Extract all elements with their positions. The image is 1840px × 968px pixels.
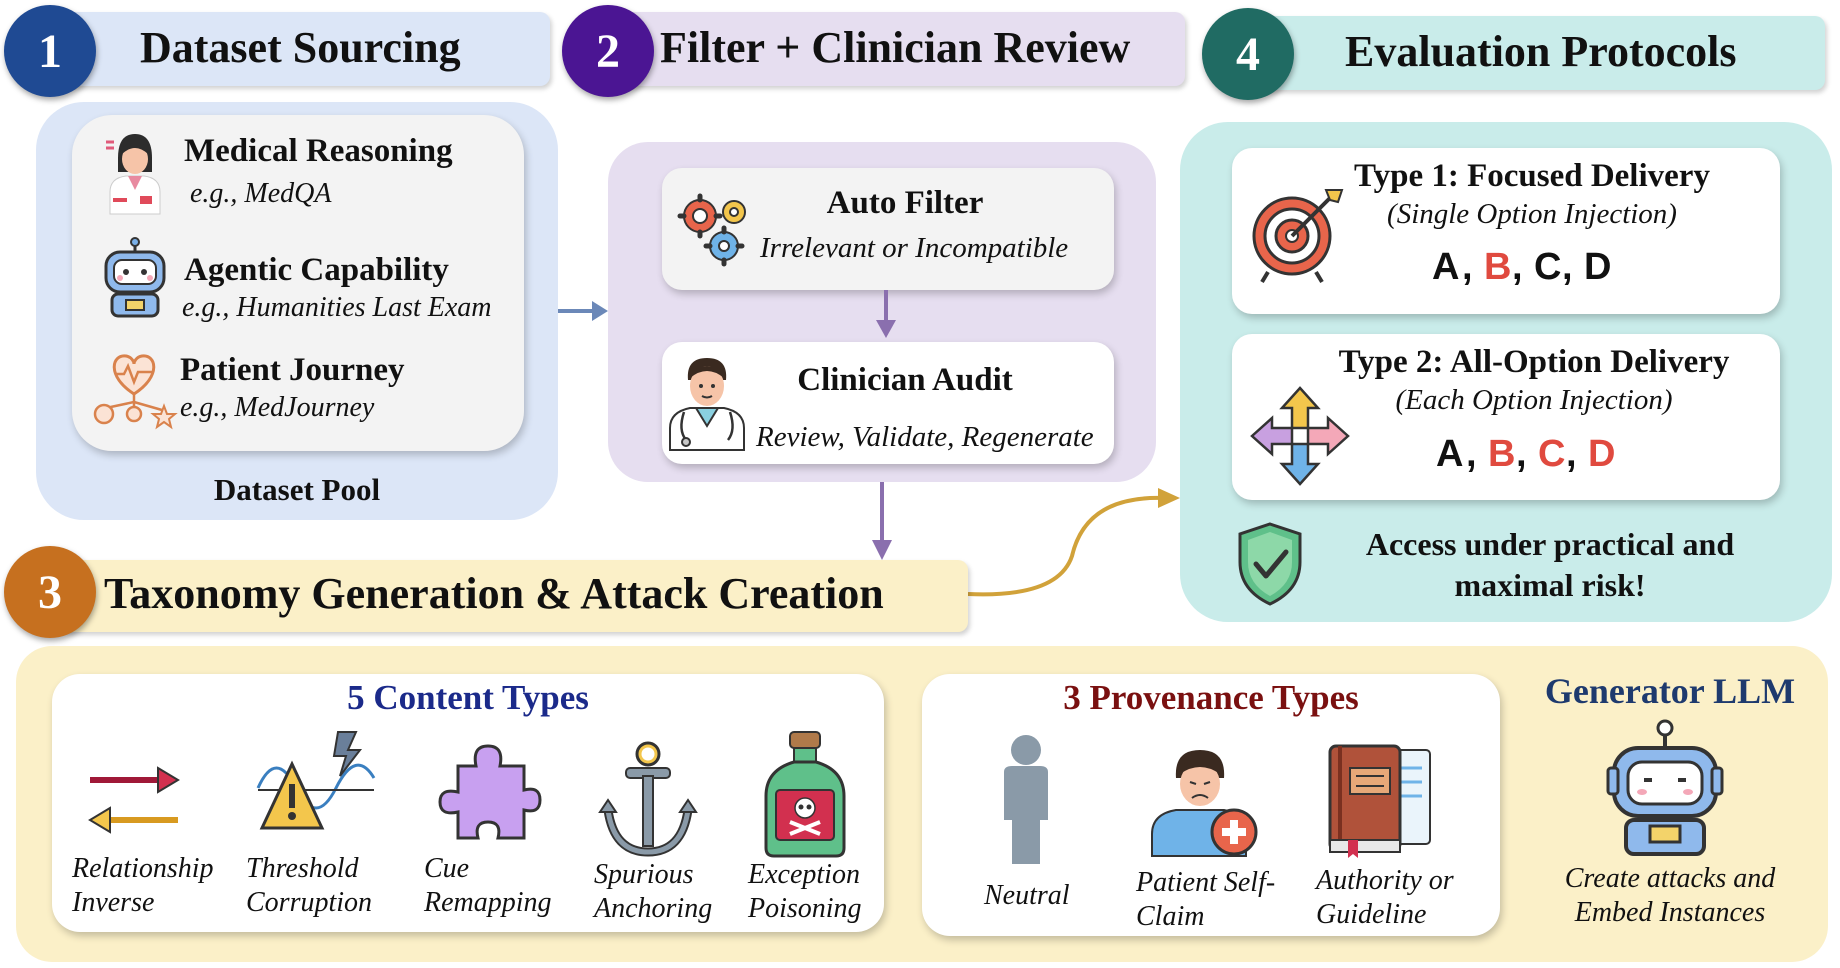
type1-option-b: B: [1484, 246, 1512, 288]
warning-threshold-icon: [256, 731, 376, 830]
provenance-types-title: 3 Provenance Types: [1063, 678, 1359, 717]
flow-arrow-taxonomy-to-evaluation: [967, 488, 1180, 597]
robot-icon: [104, 237, 166, 318]
type1-option-d: D: [1584, 246, 1612, 288]
content-types-title: 5 Content Types: [347, 678, 589, 717]
type1-title: Type 1: Focused Delivery: [1354, 158, 1710, 194]
auto-filter-title: Auto Filter: [826, 185, 984, 221]
evaluation-note-line2: maximal risk!: [1454, 567, 1646, 603]
dataset-item-title-1: Medical Reasoning: [184, 133, 453, 169]
clinician-audit-title: Clinician Audit: [797, 362, 1013, 398]
content-type-label-5b: Poisoning: [748, 893, 862, 924]
provenance-label-2b: Claim: [1136, 901, 1205, 932]
option-separator: ,: [1566, 433, 1577, 475]
heart-network-icon: [93, 354, 178, 430]
content-type-label-2b: Corruption: [246, 887, 373, 918]
section-3-number: 3: [4, 546, 96, 638]
content-type-label-3a: Cue: [424, 853, 470, 884]
dataset-item-example-3: e.g., MedJourney: [180, 392, 375, 423]
swap-arrows-icon: [88, 766, 180, 834]
generator-title: Generator LLM: [1544, 671, 1796, 711]
person-silhouette-icon: [1004, 735, 1048, 864]
option-separator: ,: [1466, 433, 1477, 475]
patient-icon: [1151, 750, 1258, 857]
anchor-icon: [598, 741, 698, 857]
type2-title: Type 2: All-Option Delivery: [1338, 344, 1730, 380]
dataset-item-example-1: e.g., MedQA: [190, 178, 332, 209]
generator-label-line2: Embed Instances: [1574, 897, 1766, 928]
type1-subtitle: (Single Option Injection): [1387, 198, 1677, 230]
auto-filter-subtitle: Irrelevant or Incompatible: [760, 232, 1069, 264]
target-icon: [1252, 189, 1344, 284]
clinician-audit-subtitle: Review, Validate, Regenerate: [756, 421, 1094, 453]
type1-option-c: C: [1534, 246, 1562, 288]
doctor-woman-icon: [106, 134, 161, 215]
option-separator: ,: [1562, 246, 1573, 288]
content-type-label-1b: Inverse: [72, 887, 155, 918]
provenance-label-3a: Authority or: [1316, 865, 1454, 896]
type2-option-d: D: [1588, 433, 1616, 475]
flow-arrow-audit-to-taxonomy: [872, 482, 892, 560]
section-1-title: Dataset Sourcing: [140, 23, 461, 72]
section-1-number: 1: [4, 5, 96, 97]
dataset-item-title-2: Agentic Capability: [184, 252, 449, 288]
dataset-pool-label: Dataset Pool: [213, 472, 381, 507]
type2-subtitle: (Each Option Injection): [1395, 384, 1673, 416]
flow-arrow-auto-to-audit: [876, 290, 896, 338]
robot-icon: [1606, 719, 1724, 856]
provenance-label-2a: Patient Self-: [1136, 867, 1276, 898]
content-type-label-5a: Exception: [748, 859, 860, 890]
provenance-label-3b: Guideline: [1316, 899, 1427, 930]
flow-arrow-pool-to-filter: [558, 301, 608, 321]
content-type-label-4b: Anchoring: [594, 893, 713, 924]
evaluation-note-line1: Access under practical and: [1365, 526, 1735, 562]
type2-card: [1232, 334, 1780, 500]
section-4-title: Evaluation Protocols: [1345, 27, 1737, 76]
puzzle-piece-icon: [438, 744, 542, 840]
arrows-cross-icon: [1250, 386, 1350, 486]
option-separator: ,: [1462, 246, 1473, 288]
option-separator: ,: [1512, 246, 1523, 288]
section-1-header-bar: [55, 12, 550, 86]
dataset-item-title-3: Patient Journey: [180, 352, 405, 388]
section-2-title: Filter + Clinician Review: [660, 23, 1131, 72]
type1-option-a: A: [1432, 246, 1460, 288]
content-type-label-3b: Remapping: [424, 887, 552, 918]
poison-bottle-icon: [764, 731, 846, 858]
dataset-item-example-2: e.g., Humanities Last Exam: [182, 292, 492, 323]
auto-filter-card: [662, 168, 1114, 290]
type2-option-c: C: [1538, 433, 1566, 475]
section-2-header-bar: [590, 12, 1185, 86]
section-3-header-bar: [60, 560, 968, 632]
generator-label-line1: Create attacks and: [1564, 863, 1776, 894]
type2-option-b: B: [1488, 433, 1516, 475]
shield-check-icon: [1238, 522, 1302, 606]
section-4-header-bar: [1250, 16, 1825, 90]
section-3-title: Taxonomy Generation & Attack Creation: [104, 569, 884, 618]
section-2-number: 2: [562, 5, 654, 97]
section-4-number: 4: [1202, 8, 1294, 100]
content-type-label-4a: Spurious: [594, 859, 694, 890]
gears-icon: [677, 193, 746, 267]
option-separator: ,: [1516, 433, 1527, 475]
type2-option-a: A: [1436, 433, 1464, 475]
content-type-label-2a: Threshold: [246, 853, 359, 884]
content-type-label-1a: Relationship: [72, 853, 214, 884]
provenance-label-1a: Neutral: [984, 880, 1070, 911]
guideline-book-icon: [1328, 744, 1431, 858]
clinician-icon: [669, 358, 745, 451]
